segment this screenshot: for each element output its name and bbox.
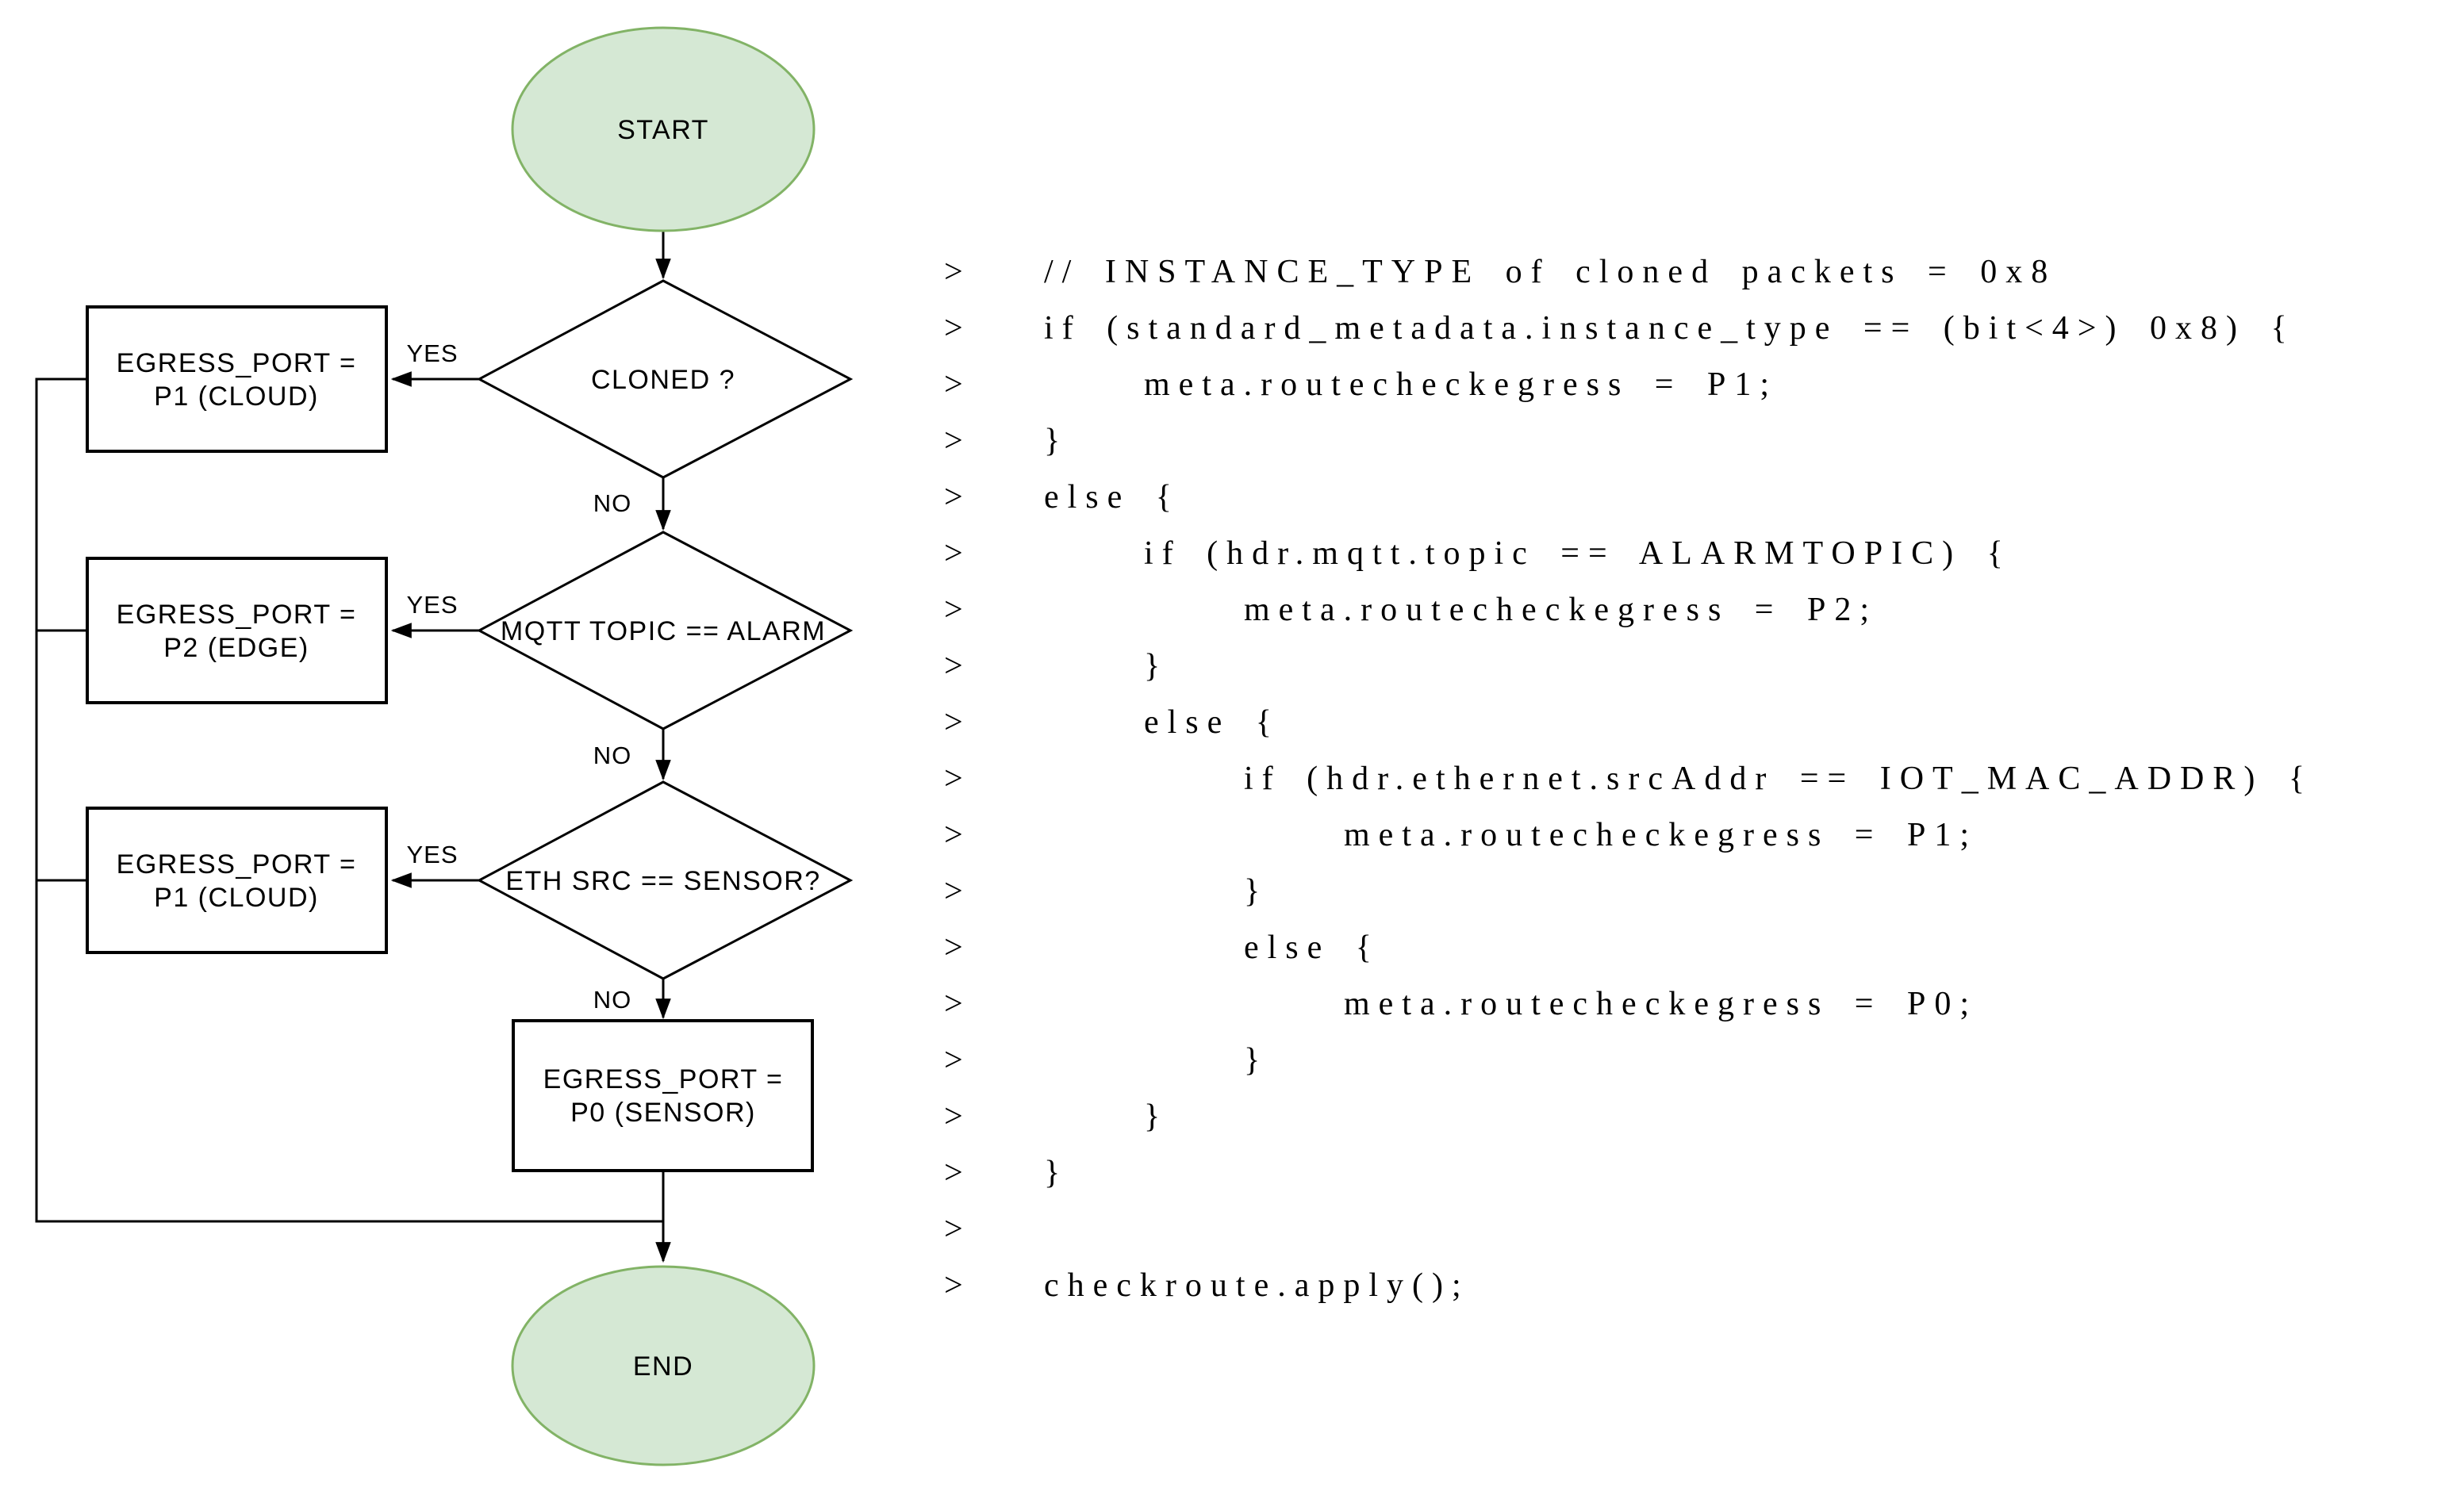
code-line: > } <box>944 1033 2313 1089</box>
code-line: > } <box>944 864 2313 920</box>
action-box-p1-cloud-2-line1: EGRESS_PORT = <box>117 849 357 880</box>
prompt-chevron: > <box>944 366 963 403</box>
prompt-chevron: > <box>944 1267 963 1304</box>
code-line: >} <box>944 413 2313 470</box>
code-line: > else { <box>944 920 2313 976</box>
decision-cloned <box>476 279 854 479</box>
prompt-chevron: > <box>944 873 963 910</box>
no-label-3: NO <box>593 986 632 1014</box>
action-box-p1-cloud-1-line1: EGRESS_PORT = <box>117 348 357 378</box>
code-line: > } <box>944 638 2313 695</box>
code-line-text: if (hdr.mqtt.topic == ALARMTOPIC) { <box>1044 535 2012 572</box>
action-box-p0-sensor <box>512 1019 814 1172</box>
code-line: > meta.routecheckegress = P1; <box>944 357 2313 413</box>
code-line-text: else { <box>1044 929 1380 966</box>
prompt-chevron: > <box>944 1211 963 1248</box>
code-line-text: else { <box>1044 704 1280 741</box>
prompt-chevron: > <box>944 592 963 628</box>
code-line: > <box>944 1202 2313 1258</box>
code-line-text: } <box>1044 648 1169 684</box>
prompt-chevron: > <box>944 1155 963 1191</box>
prompt-chevron: > <box>944 310 963 347</box>
decision-cloned-label: CLONED ? <box>591 365 735 395</box>
code-line-text: meta.routecheckegress = P2; <box>1044 592 1879 628</box>
yes-label-1: YES <box>406 339 458 367</box>
yes-label-3: YES <box>406 841 458 868</box>
code-line-text: meta.routecheckegress = P0; <box>1044 986 1978 1022</box>
start-terminal <box>511 26 816 232</box>
code-listing: > // INSTANCE_TYPE of cloned packets = 0x… <box>944 244 2313 1314</box>
prompt-chevron: > <box>944 648 963 684</box>
prompt-chevron: > <box>944 1098 963 1135</box>
code-line-text: } <box>1044 1098 1169 1135</box>
code-line: > meta.routecheckegress = P1; <box>944 807 2313 864</box>
no-label-2: NO <box>593 742 632 769</box>
flowchart: START END CLONED ? MQTT TOPIC == ALARM E… <box>35 26 854 1466</box>
decision-mqtt-topic-label: MQTT TOPIC == ALARM <box>501 616 826 646</box>
yes-label-2: YES <box>406 591 458 619</box>
merge-rail-connector <box>35 378 671 1263</box>
action-box-p2-edge-line2: P2 (EDGE) <box>163 633 309 663</box>
code-line: > } <box>944 1089 2313 1145</box>
code-line-text: checkroute.apply(); <box>1044 1267 1470 1304</box>
end-terminal <box>511 1265 816 1466</box>
no-label-1: NO <box>593 489 632 517</box>
decision-mqtt-topic <box>476 531 854 730</box>
end-label: END <box>633 1351 693 1382</box>
code-line: > // INSTANCE_TYPE of cloned packets = 0x… <box>944 244 2313 301</box>
code-line: > if (hdr.mqtt.topic == ALARMTOPIC) { <box>944 526 2313 582</box>
code-line: > checkroute.apply(); <box>944 1258 2313 1314</box>
code-line-text: // INSTANCE_TYPE of cloned packets = 0x8 <box>1044 254 2057 290</box>
code-line: > if (hdr.ethernet.srcAddr == IOT_MAC_AD… <box>944 751 2313 807</box>
decision-eth-src-label: ETH SRC == SENSOR? <box>505 866 820 896</box>
prompt-chevron: > <box>944 986 963 1022</box>
code-line: > meta.routecheckegress = P0; <box>944 976 2313 1033</box>
code-line-text: meta.routecheckegress = P1; <box>1044 366 1779 403</box>
code-line: >} <box>944 1145 2313 1202</box>
action-box-p1-cloud-1-line2: P1 (CLOUD) <box>154 381 319 412</box>
code-line-text: if (standard_metadata.instance_type == (… <box>1044 310 2296 347</box>
action-box-p2-edge-line1: EGRESS_PORT = <box>117 600 357 630</box>
code-line-text: else { <box>1044 479 1180 516</box>
code-line-text: } <box>1044 873 1269 910</box>
action-box-p1-cloud-1 <box>86 305 388 453</box>
prompt-chevron: > <box>944 929 963 966</box>
action-box-p1-cloud-2 <box>86 807 388 954</box>
prompt-chevron: > <box>944 704 963 741</box>
prompt-chevron: > <box>944 479 963 516</box>
action-box-p0-sensor-line2: P0 (SENSOR) <box>570 1098 756 1128</box>
action-box-p2-edge <box>86 557 388 704</box>
action-box-p0-sensor-line1: EGRESS_PORT = <box>543 1064 784 1094</box>
prompt-chevron: > <box>944 817 963 853</box>
action-box-p1-cloud-2-line2: P1 (CLOUD) <box>154 883 319 913</box>
prompt-chevron: > <box>944 423 963 459</box>
code-line-text: } <box>1044 1155 1069 1191</box>
prompt-chevron: > <box>944 761 963 797</box>
decision-eth-src <box>476 780 854 980</box>
code-line: > if (standard_metadata.instance_type == … <box>944 301 2313 357</box>
code-line-text: if (hdr.ethernet.srcAddr == IOT_MAC_ADDR… <box>1044 761 2314 797</box>
code-line-text: } <box>1044 423 1069 459</box>
code-line: > meta.routecheckegress = P2; <box>944 582 2313 638</box>
code-line: > else { <box>944 695 2313 751</box>
start-label: START <box>617 115 709 145</box>
code-line-text: } <box>1044 1042 1269 1079</box>
prompt-chevron: > <box>944 1042 963 1079</box>
prompt-chevron: > <box>944 535 963 572</box>
prompt-chevron: > <box>944 254 963 290</box>
code-line-text: meta.routecheckegress = P1; <box>1044 817 1978 853</box>
code-line: > else { <box>944 470 2313 526</box>
